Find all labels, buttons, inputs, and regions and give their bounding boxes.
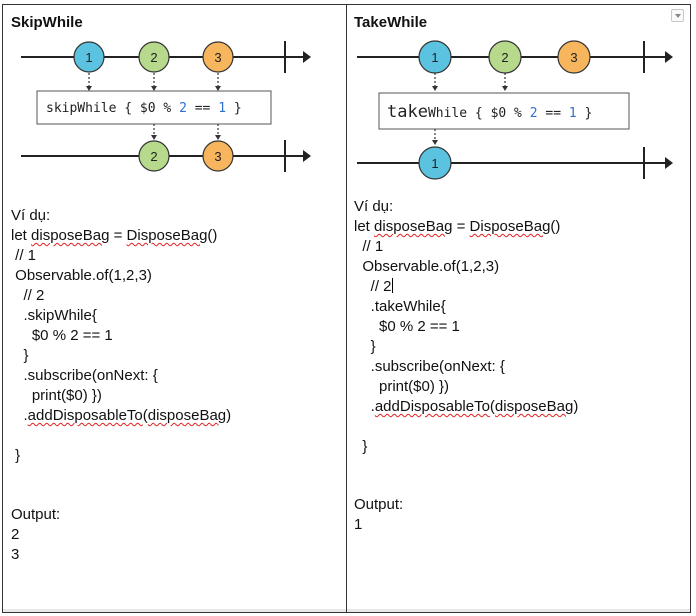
takewhile-output-value-1: 1 [354, 516, 363, 533]
operator-box [36, 90, 272, 125]
result-marble-1-label: 1 [431, 156, 438, 171]
source-marble-2 [138, 41, 170, 73]
skipwhile-output-value-1: 2 [11, 526, 20, 543]
source-marble-2-label: 2 [150, 50, 157, 65]
source-marble-2-label: 2 [501, 50, 508, 65]
result-marble-3 [202, 140, 234, 172]
source-arrow-head [303, 51, 311, 63]
skipwhile-column: SkipWhile 1 2 3 skipWhile { $0 % 2 == 1 [3, 5, 347, 612]
skipwhile-marble-diagram: 1 2 3 skipWhile { $0 % 2 == 1 } 2 3 [21, 41, 311, 172]
skipwhile-output-value-2: 3 [11, 546, 20, 563]
source-marble-1 [418, 40, 452, 74]
source-marble-1-label: 1 [431, 50, 438, 65]
operator-box [378, 92, 630, 130]
result-arrow-head [303, 150, 311, 162]
comparison-table: SkipWhile 1 2 3 skipWhile { $0 % 2 == 1 [2, 4, 691, 613]
result-marble-1 [418, 146, 452, 180]
cell-menu-dropdown-button[interactable] [671, 9, 684, 22]
source-marble-1 [73, 41, 105, 73]
takewhile-marble-diagram: 1 2 3 takeWhile { $0 % 2 == 1 } 1 [357, 40, 673, 180]
takewhile-heading: TakeWhile [354, 14, 428, 31]
operator-label: takeWhile { $0 % 2 == 1 } [387, 102, 592, 122]
text-cursor [391, 278, 393, 293]
cell-bottom-strip [347, 609, 690, 612]
source-marble-3-label: 3 [570, 50, 577, 65]
source-marble-3 [202, 41, 234, 73]
result-marble-2-label: 2 [150, 149, 157, 164]
operator-label: skipWhile { $0 % 2 == 1 } [46, 101, 242, 116]
takewhile-output-label: Output: [354, 496, 404, 513]
cell-bottom-strip [3, 609, 346, 612]
result-marble-2 [138, 140, 170, 172]
skipwhile-code-example: Ví dụ: let disposeBag = DisposeBag() // … [11, 207, 232, 464]
takewhile-column: TakeWhile 1 2 3 takeWhile { $0 % 2 == 1 … [347, 5, 690, 612]
source-marble-2 [488, 40, 522, 74]
source-marble-1-label: 1 [85, 50, 92, 65]
takewhile-code-example[interactable]: Ví dụ: let disposeBag = DisposeBag() // … [354, 198, 579, 455]
skipwhile-output-label: Output: [11, 506, 61, 523]
result-marble-3-label: 3 [214, 149, 221, 164]
skipwhile-heading: SkipWhile [11, 14, 83, 31]
source-marble-3 [557, 40, 591, 74]
source-marble-3-label: 3 [214, 50, 221, 65]
